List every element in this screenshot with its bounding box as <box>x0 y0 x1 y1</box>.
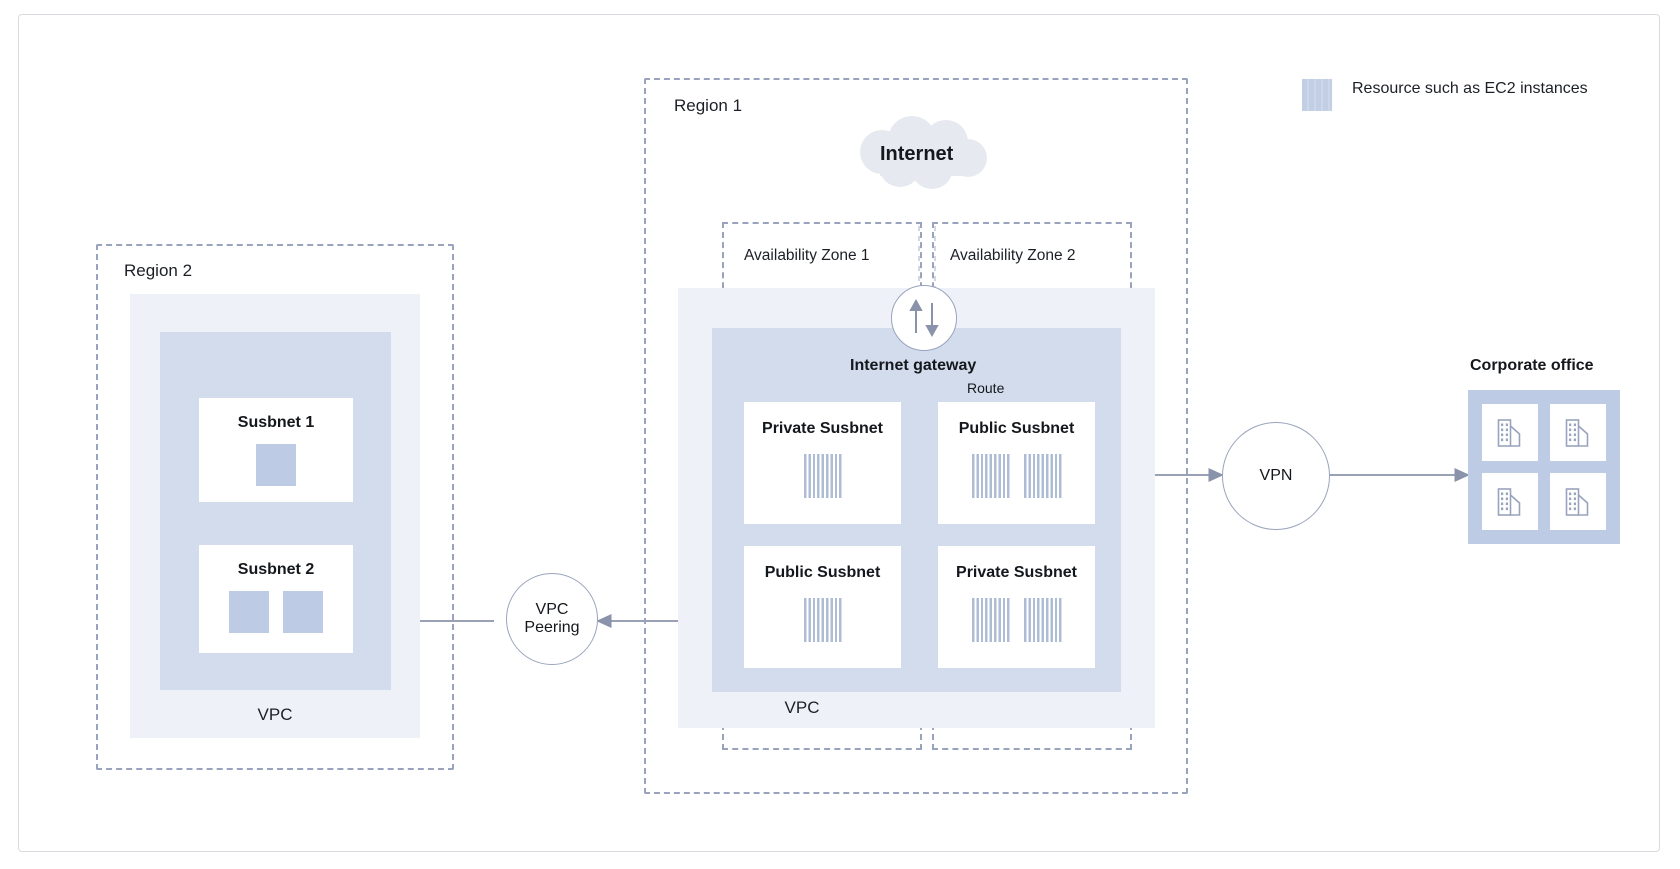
office-building-icon <box>1565 418 1589 447</box>
route-label: Route <box>967 380 1005 396</box>
region-1-container <box>644 78 1188 794</box>
availability-zone-1-label: Availability Zone 1 <box>744 247 870 264</box>
resource-instance <box>256 444 296 486</box>
subnet-susbnet-1: Susbnet 1 <box>199 398 353 502</box>
office-building-cell <box>1482 404 1538 461</box>
az2-public-subnet: Public Susbnet <box>938 402 1095 524</box>
office-building-cell <box>1550 404 1606 461</box>
subnet-resources <box>971 598 1062 642</box>
internet-gateway-label: Internet gateway <box>850 357 977 374</box>
subnet-title: Susbnet 1 <box>237 414 315 431</box>
diagram-frame <box>18 14 1660 852</box>
internet-label: Internet <box>880 143 954 165</box>
office-building-icon <box>1497 418 1521 447</box>
legend-label: Resource such as EC2 instances <box>1352 80 1588 97</box>
subnet-resources <box>229 591 323 633</box>
resource-instance <box>1023 454 1062 498</box>
vpc-peering-line-1: VPC <box>535 600 569 618</box>
bidirectional-arrows-icon <box>909 298 939 338</box>
subnet-title: Private Susbnet <box>762 420 883 437</box>
subnet-title: Public Susbnet <box>958 420 1075 437</box>
subnet-resources <box>803 598 842 642</box>
az1-public-subnet: Public Susbnet <box>744 546 901 668</box>
region-2-label: Region 2 <box>124 261 193 280</box>
corporate-office-title: Corporate office <box>1470 357 1594 374</box>
subnet-title: Public Susbnet <box>764 564 881 581</box>
subnet-title: Private Susbnet <box>956 564 1077 581</box>
resource-instance <box>1023 598 1062 642</box>
resource-instance <box>803 454 842 498</box>
region-1-label: Region 1 <box>674 96 743 115</box>
internet-gateway-node[interactable] <box>891 285 957 351</box>
vpc-peering-node[interactable]: VPC Peering <box>506 573 598 665</box>
availability-zone-2-label: Availability Zone 2 <box>950 247 1076 264</box>
subnet-susbnet-2: Susbnet 2 <box>199 545 353 653</box>
office-building-icon <box>1565 487 1589 516</box>
vpc-peering-line-2: Peering <box>524 619 580 636</box>
cloud-icon <box>860 116 987 189</box>
subnet-title: Susbnet 2 <box>237 561 315 578</box>
resource-instance <box>229 591 269 633</box>
subnet-resources <box>971 454 1062 498</box>
resource-instance <box>803 598 842 642</box>
office-building-cell <box>1550 473 1606 530</box>
vpn-node[interactable]: VPN <box>1222 422 1330 530</box>
resource-instance <box>971 454 1010 498</box>
region-2-vpc-label: VPC <box>257 705 293 724</box>
subnet-resources <box>803 454 842 498</box>
corporate-office-box <box>1468 390 1620 544</box>
office-building-icon <box>1497 487 1521 516</box>
legend-swatch <box>1302 79 1332 111</box>
subnet-resources <box>256 444 296 486</box>
resource-instance <box>971 598 1010 642</box>
region-2-container <box>96 244 454 770</box>
office-building-cell <box>1482 473 1538 530</box>
az2-private-subnet: Private Susbnet <box>938 546 1095 668</box>
region-1-vpc-label: VPC <box>784 698 820 717</box>
internet-cloud <box>840 116 998 190</box>
vpn-label: VPN <box>1259 466 1293 484</box>
resource-instance <box>283 591 323 633</box>
az1-private-subnet: Private Susbnet <box>744 402 901 524</box>
